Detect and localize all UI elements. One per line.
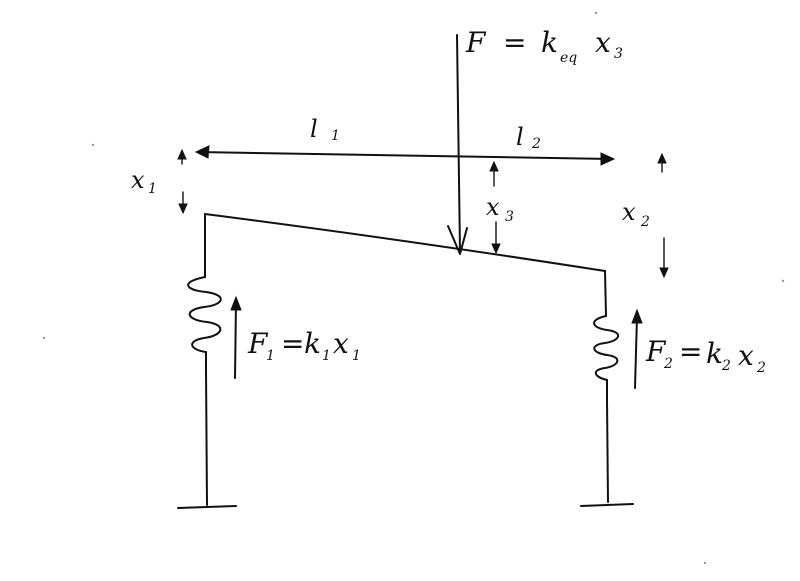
F2-equals: =: [679, 335, 702, 368]
k1-subscript: 1: [322, 348, 331, 364]
x2-in-F2-sub: 2: [756, 360, 766, 376]
equals-sign-top: =: [503, 26, 526, 59]
x1-letter: x: [131, 166, 145, 194]
force-F-label: F: [465, 26, 487, 59]
x3-letter: x: [486, 193, 500, 221]
x2-label: x 2: [622, 198, 650, 230]
scan-specks: [42, 11, 785, 565]
x3-subscript: 3: [505, 209, 514, 225]
x2-displacement-arrows: [657, 152, 669, 279]
x1-displacement-arrows: [177, 148, 188, 215]
x1-subscript: 1: [148, 181, 157, 197]
applied-force-arrow: [447, 34, 468, 255]
x2-letter: x: [622, 198, 636, 226]
k1-letter: k: [304, 327, 321, 360]
left-spring: [177, 213, 237, 509]
x3-in-equation-sub: 3: [614, 46, 623, 62]
force-equation-top: F = k eq x 3: [465, 26, 623, 66]
x2-subscript: 2: [640, 214, 650, 230]
l1-label: l 1: [310, 115, 340, 144]
x1-in-F1: x: [333, 327, 349, 360]
x3-in-equation: x: [595, 26, 611, 59]
F1-subscript: 1: [266, 348, 275, 364]
F1-letter: F: [247, 327, 269, 360]
x3-label: x 3: [486, 193, 514, 225]
F2-subscript: 2: [663, 356, 673, 372]
l1-subscript: 1: [331, 128, 340, 144]
x2-in-F2: x: [738, 339, 754, 372]
k-eq-subscript: eq: [560, 50, 577, 66]
F1-equation: F 1 = k 1 x 1: [247, 327, 361, 364]
l1-letter: l: [310, 115, 318, 143]
k2-letter: k: [706, 337, 723, 370]
F2-letter: F: [645, 335, 667, 368]
F2-equation: F 2 = k 2 x 2: [645, 335, 766, 376]
rigid-beam: [204, 213, 606, 272]
x3-displacement-arrows: [489, 160, 501, 255]
x1-in-F1-sub: 1: [352, 348, 361, 364]
force-F2-arrow: [631, 308, 643, 389]
x1-label: x 1: [131, 166, 157, 197]
l2-subscript: 2: [531, 136, 541, 152]
force-F1-arrow: [230, 295, 242, 379]
l2-label: l 2: [516, 123, 541, 152]
k-eq-k: k: [541, 26, 558, 59]
F1-equals: =: [281, 327, 304, 360]
l2-letter: l: [516, 123, 524, 151]
length-dimension-line: [194, 145, 616, 166]
k2-subscript: 2: [721, 358, 731, 374]
right-spring: [580, 270, 634, 507]
